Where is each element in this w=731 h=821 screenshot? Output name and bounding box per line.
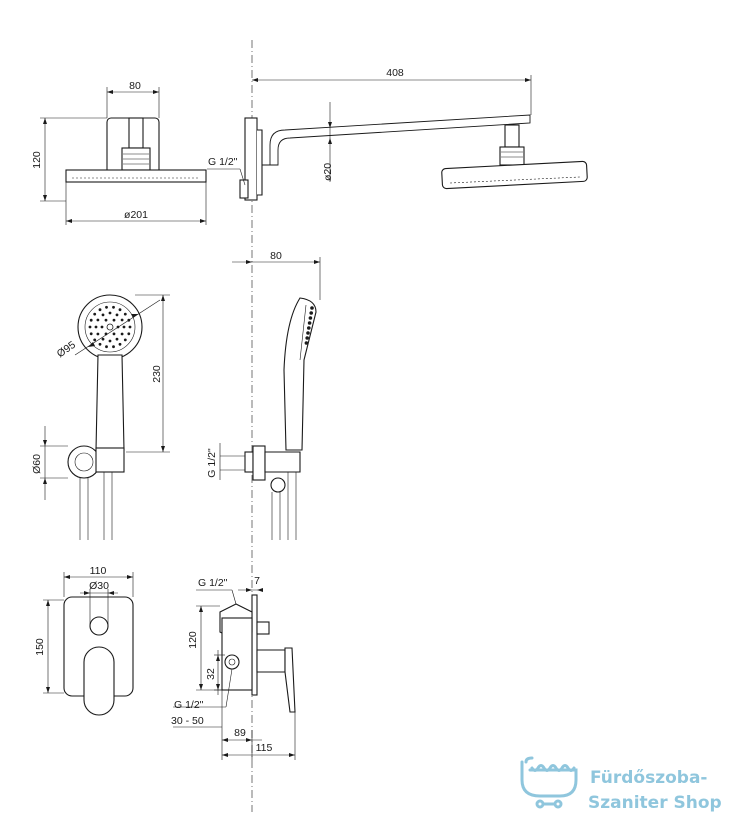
side-nozzle-dot (310, 306, 314, 310)
label-wall-range: 30 - 50 (171, 715, 204, 727)
nozzle-dot (105, 345, 108, 349)
dim-plate-height: 150 (34, 638, 46, 656)
nozzle-dot (93, 338, 97, 342)
hand-shower-side-view: 80 G 1/2" (206, 250, 321, 540)
dim-plate-hole: Ø30 (89, 580, 109, 592)
nozzle-dot (101, 313, 105, 317)
dim-hand-length: 230 (151, 365, 163, 383)
dim-head-diameter: ø201 (124, 209, 148, 221)
side-nozzle-dot (305, 336, 310, 340)
shower-arm-side-view: 408 ø20 G 1/2" (207, 67, 588, 201)
side-nozzle-dot (304, 341, 309, 345)
nozzle-dot (127, 332, 131, 336)
side-nozzle-dot (309, 311, 314, 315)
nozzle-dot (120, 332, 124, 336)
nozzle-center (106, 323, 114, 331)
nozzle-dot (118, 342, 122, 346)
nozzle-dot (93, 312, 97, 316)
nozzle-dot (108, 311, 112, 315)
nozzle-dot (112, 305, 115, 309)
dim-total-depth: 115 (256, 742, 273, 754)
head-shower-front-view: 80 120 ø201 (31, 80, 207, 225)
side-nozzle-dot (306, 331, 310, 335)
nozzle-dot (94, 325, 98, 329)
nozzle-dot (120, 318, 124, 322)
nozzle-dot (115, 313, 119, 317)
nozzle-dot (89, 318, 93, 322)
dim-plate-width: 110 (90, 565, 107, 577)
nozzle-dot (96, 332, 100, 336)
nozzle-dot (112, 332, 116, 336)
side-nozzle-dot (307, 321, 312, 325)
dim-arm-length: 408 (386, 67, 404, 79)
nozzle-dot (104, 318, 108, 322)
label-holder-thread: G 1/2" (206, 448, 218, 478)
watermark-line1: Fürdőszoba- (590, 768, 708, 788)
nozzle-dot (101, 337, 105, 341)
valve-plate-front-view: 110 Ø30 150 (34, 565, 134, 716)
dim-arm-diameter: ø20 (322, 163, 334, 181)
nozzle-dot (89, 332, 93, 336)
side-nozzle-dot (307, 326, 311, 330)
valve-side-view: G 1/2" 7 120 32 G 1/2" 30 - 50 89 (171, 575, 296, 760)
nozzle-dot (96, 318, 100, 322)
nozzle-dot (128, 325, 132, 329)
nozzle-dot (115, 337, 119, 341)
nozzle-dot (88, 325, 92, 329)
dim-valve-outlet: 32 (205, 668, 217, 680)
side-nozzle-pattern (304, 306, 314, 345)
nozzle-dot (98, 342, 102, 346)
hand-shower-front-view: Ø95 230 Ø60 (31, 294, 170, 540)
nozzle-dot (122, 325, 126, 329)
dim-valve-height: 120 (187, 631, 199, 649)
label-arm-thread: G 1/2" (208, 156, 238, 168)
dim-head-width: 80 (129, 80, 141, 92)
nozzle-dot (112, 345, 115, 349)
dim-holder-diameter: Ø60 (31, 454, 43, 474)
nozzle-dot (100, 325, 104, 329)
nozzle-dot (112, 318, 116, 322)
dim-valve-depth: 89 (234, 727, 246, 739)
nozzle-dot (123, 312, 127, 316)
nozzle-dot (108, 339, 112, 343)
dim-head-height: 120 (31, 151, 43, 169)
watermark-line2: Szaniter Shop (588, 793, 722, 813)
nozzle-dot (123, 338, 127, 342)
bathtub-icon (520, 756, 578, 809)
watermark: Fürdőszoba- Szaniter Shop (520, 756, 722, 813)
nozzle-dot (98, 308, 102, 312)
label-valve-thread-bottom: G 1/2" (174, 699, 204, 711)
side-nozzle-dot (308, 316, 313, 320)
dim-hand-depth: 80 (270, 250, 282, 262)
dim-hand-diameter: Ø95 (55, 339, 78, 360)
nozzle-dot (105, 305, 108, 309)
label-valve-thread-top: G 1/2" (198, 577, 228, 589)
nozzle-dot (118, 308, 122, 312)
dim-valve-offset: 7 (254, 575, 260, 587)
